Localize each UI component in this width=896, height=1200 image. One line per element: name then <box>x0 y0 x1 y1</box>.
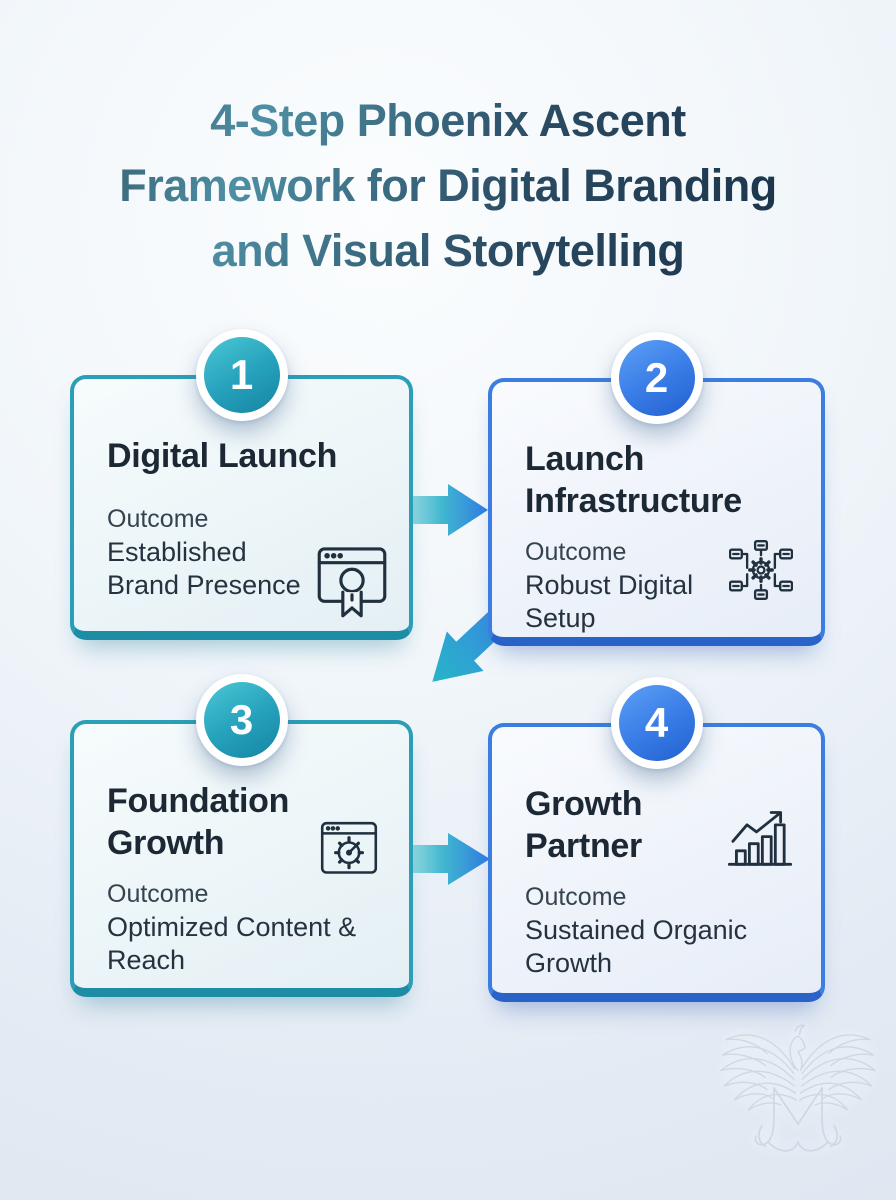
step-card-digital-launch: 1 Digital Launch Outcome Established Bra… <box>70 329 413 640</box>
step-number: 4 <box>618 685 695 761</box>
step-card-growth-partner: 4 Growth Partner Outcome Sustained Organ… <box>488 677 825 1002</box>
step-number: 1 <box>203 337 280 413</box>
step-number: 2 <box>618 340 695 416</box>
step-number-badge: 3 <box>195 674 288 766</box>
step-number-badge: 2 <box>610 332 703 424</box>
arrow-step-3-to-step-4 <box>404 833 490 885</box>
outcome-value: Robust Digital Setup <box>525 570 694 633</box>
phoenix-m-monogram <box>754 1086 842 1152</box>
step-number: 3 <box>203 682 280 758</box>
outcome-label: Outcome <box>107 505 209 533</box>
phoenix-right-wing <box>799 1034 876 1111</box>
step-title: Digital Launch <box>107 437 338 475</box>
outcome-value: Optimized Content & Reach <box>107 912 357 975</box>
network-gear-icon <box>729 540 793 600</box>
outcome-label: Outcome <box>525 883 627 911</box>
growth-chart-icon <box>727 809 793 869</box>
step-number-badge: 4 <box>610 677 703 769</box>
outcome-label: Outcome <box>525 538 627 566</box>
step-title: Foundation Growth <box>107 782 290 862</box>
phoenix-head <box>789 1024 806 1072</box>
step-card-launch-infrastructure: 2 Launch Infrastructure Outcome Robust D… <box>488 332 825 646</box>
arrow-step-1-to-step-2 <box>404 484 488 536</box>
step-number-badge: 1 <box>195 329 288 421</box>
outcome-value: Sustained Organic Growth <box>525 915 748 978</box>
step-title: Launch Infrastructure <box>525 440 742 520</box>
browser-gauge-icon <box>319 820 379 880</box>
step-title: Growth Partner <box>525 785 643 865</box>
outcome-value: Established Brand Presence <box>107 537 301 600</box>
phoenix-left-wing <box>720 1034 797 1111</box>
phoenix-watermark-logo <box>720 1024 876 1152</box>
browser-certificate-icon <box>315 545 389 621</box>
step-card-foundation-growth: 3 Foundation Growth Outcome Optimized Co… <box>70 674 413 997</box>
outcome-label: Outcome <box>107 880 209 908</box>
